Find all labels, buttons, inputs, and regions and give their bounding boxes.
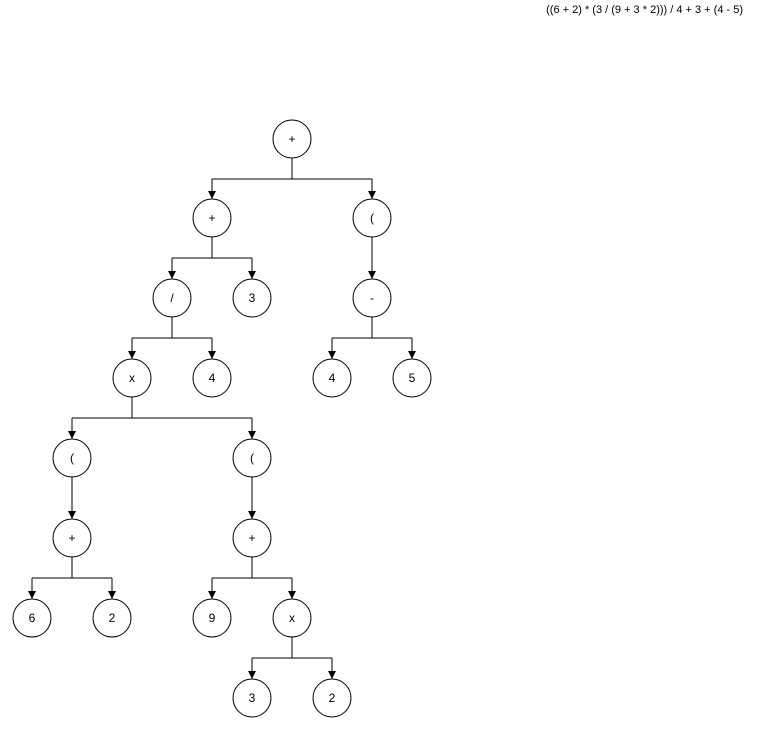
edge-arrowhead	[28, 591, 36, 599]
tree-node: (	[232, 438, 272, 478]
edge-arrowhead	[248, 511, 256, 519]
edge-arrowhead	[128, 351, 136, 359]
node-label: (	[370, 211, 374, 225]
tree-node: x	[272, 598, 312, 638]
node-circle	[272, 598, 312, 638]
tree-node: 5	[392, 358, 432, 398]
node-circle	[192, 598, 232, 638]
node-label: -	[370, 291, 374, 305]
edge-arrowhead	[248, 431, 256, 439]
edge-arrowhead	[328, 671, 336, 679]
node-label: 4	[209, 371, 216, 385]
node-circle	[272, 119, 312, 159]
node-label: (	[70, 451, 74, 465]
node-circle	[12, 598, 52, 638]
node-label: 4	[329, 371, 336, 385]
node-circle	[232, 518, 272, 558]
node-label: +	[248, 531, 255, 545]
edge-arrowhead	[248, 271, 256, 279]
edge-arrowhead	[68, 511, 76, 519]
node-circle	[92, 598, 132, 638]
edge-arrowhead	[208, 591, 216, 599]
edge-arrowhead	[408, 351, 416, 359]
edge-arrowhead	[328, 351, 336, 359]
node-circle	[352, 278, 392, 318]
edge-arrowhead	[368, 271, 376, 279]
tree-node: +	[52, 518, 92, 558]
node-label: 2	[109, 611, 116, 625]
tree-node: /	[152, 278, 192, 318]
tree-node: 4	[192, 358, 232, 398]
node-label: 2	[329, 691, 336, 705]
tree-node: -	[352, 278, 392, 318]
node-label: +	[288, 132, 295, 146]
edge-arrowhead	[208, 351, 216, 359]
tree-node: 4	[312, 358, 352, 398]
node-label: (	[250, 451, 254, 465]
tree-node: x	[112, 358, 152, 398]
node-circle	[392, 358, 432, 398]
tree-node: 3	[232, 678, 272, 718]
node-circle	[52, 518, 92, 558]
node-circle	[312, 678, 352, 718]
node-circle	[192, 198, 232, 238]
edge-arrowhead	[108, 591, 116, 599]
node-label: x	[289, 611, 295, 625]
node-circle	[312, 358, 352, 398]
tree-node: 2	[92, 598, 132, 638]
node-label: +	[208, 211, 215, 225]
node-label: +	[68, 531, 75, 545]
tree-node: +	[192, 198, 232, 238]
edge-arrowhead	[368, 191, 376, 199]
tree-node: (	[52, 438, 92, 478]
node-circle	[152, 278, 192, 318]
tree-edges	[28, 158, 416, 679]
node-label: 3	[249, 691, 256, 705]
edge-arrowhead	[208, 191, 216, 199]
edge-arrowhead	[168, 271, 176, 279]
node-label: 5	[409, 371, 416, 385]
node-circle	[232, 438, 272, 478]
node-circle	[232, 278, 272, 318]
tree-nodes: + + ( / 3 - x 4 4 5 ( ( + +6 2 9 x 3 2	[12, 119, 432, 718]
node-circle	[52, 438, 92, 478]
node-circle	[192, 358, 232, 398]
tree-node: 3	[232, 278, 272, 318]
edge-arrowhead	[288, 591, 296, 599]
expression-caption: ((6 + 2) * (3 / (9 + 3 * 2))) / 4 + 3 + …	[546, 4, 743, 16]
node-label: x	[129, 371, 135, 385]
edge-arrowhead	[68, 431, 76, 439]
node-label: /	[170, 291, 174, 305]
node-label: 9	[209, 611, 216, 625]
node-label: 3	[249, 291, 256, 305]
node-circle	[232, 678, 272, 718]
node-circle	[112, 358, 152, 398]
node-circle	[352, 198, 392, 238]
node-label: 6	[29, 611, 36, 625]
tree-node: +	[232, 518, 272, 558]
tree-node: 2	[312, 678, 352, 718]
tree-node: 9	[192, 598, 232, 638]
tree-node: +	[272, 119, 312, 159]
tree-node: (	[352, 198, 392, 238]
tree-node: 6	[12, 598, 52, 638]
edge-arrowhead	[248, 671, 256, 679]
